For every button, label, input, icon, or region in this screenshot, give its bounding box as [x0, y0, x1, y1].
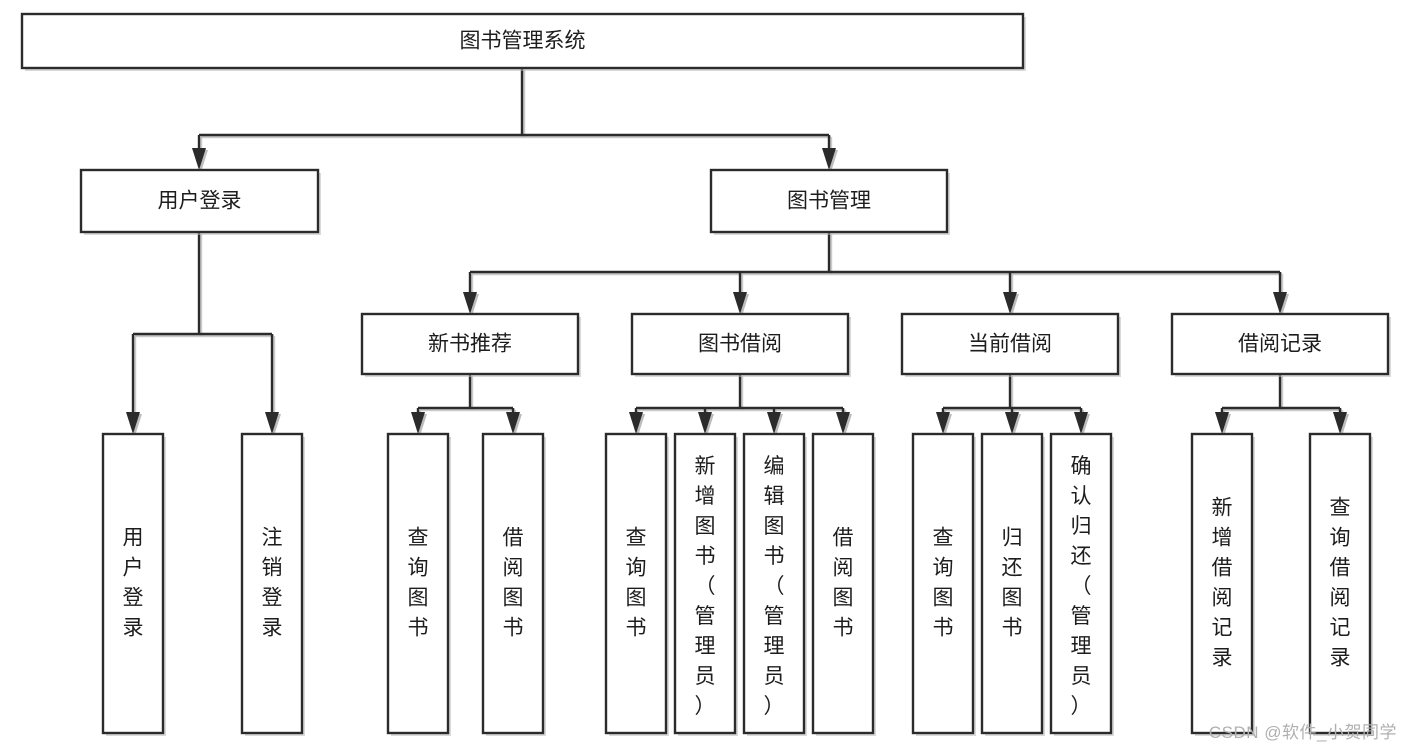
connector-group: [463, 232, 1289, 316]
node-box[interactable]: [101, 432, 165, 735]
node-box[interactable]: [481, 432, 545, 735]
node-book-manage[interactable]: 图书管理: [709, 168, 950, 235]
node-label: 新增借阅记录: [1212, 496, 1233, 669]
node-box[interactable]: [673, 432, 737, 735]
connector-group: [629, 374, 852, 436]
arrow-head-icon: [836, 412, 850, 434]
node-label: 查询图书: [626, 526, 647, 639]
node-box[interactable]: [911, 432, 975, 735]
node-box[interactable]: [980, 432, 1044, 735]
arrow-head-icon: [1215, 412, 1229, 434]
node-box[interactable]: [900, 312, 1120, 376]
node-label: 借阅图书: [503, 526, 524, 639]
csdn-watermark: CSDN @软件_小贺同学: [1208, 723, 1397, 742]
node-label: 当前借阅: [968, 333, 1052, 356]
node-label: 查询图书: [408, 526, 429, 639]
arrow-head-icon: [506, 412, 520, 434]
arrow-head-icon: [822, 148, 836, 170]
arrow-head-icon: [629, 412, 643, 434]
node-label: 新增图书（管理员）: [695, 455, 716, 718]
node-label: 图书借阅: [698, 333, 782, 356]
node-label: 确认归还（管理员）: [1071, 455, 1092, 718]
arrow-head-icon: [1003, 292, 1017, 314]
connector-group: [936, 374, 1090, 436]
node-box[interactable]: [20, 12, 1025, 70]
arrow-head-icon: [936, 412, 950, 434]
nodes-layer: 图书管理系统用户登录图书管理新书推荐图书借阅当前借阅借阅记录用户登录注销登录查询…: [20, 12, 1391, 736]
node-leaf-rec-add-record[interactable]: 新增借阅记录: [1190, 432, 1255, 736]
arrow-head-icon: [733, 292, 747, 314]
node-label: 归还图书: [1002, 526, 1023, 639]
arrow-head-icon: [767, 412, 781, 434]
arrow-head-icon: [1005, 412, 1019, 434]
node-leaf-rec-borrow-book[interactable]: 借阅图书: [481, 432, 546, 736]
node-label: 查询图书: [933, 526, 954, 639]
arrow-head-icon: [698, 412, 712, 434]
node-book-borrow[interactable]: 图书借阅: [630, 312, 851, 377]
node-leaf-borrow-add-book[interactable]: 新增图书（管理员）: [673, 432, 738, 736]
node-box[interactable]: [1170, 312, 1390, 376]
node-current-borrow[interactable]: 当前借阅: [900, 312, 1121, 377]
node-label: 图书管理: [787, 190, 871, 213]
node-label: 借阅图书: [833, 526, 854, 639]
arrow-head-icon: [1273, 292, 1287, 314]
node-leaf-borrow-borrow-book[interactable]: 借阅图书: [811, 432, 876, 736]
connector-group: [126, 232, 281, 436]
node-leaf-user-login[interactable]: 用户登录: [101, 432, 166, 736]
node-label: 图书管理系统: [460, 30, 586, 53]
arrow-head-icon: [1074, 412, 1088, 434]
node-leaf-cur-query-book[interactable]: 查询图书: [911, 432, 976, 736]
node-leaf-cur-return-book[interactable]: 归还图书: [980, 432, 1045, 736]
node-label: 用户登录: [123, 526, 144, 639]
arrow-head-icon: [265, 412, 279, 434]
connector-group: [1215, 374, 1349, 436]
node-box[interactable]: [240, 432, 304, 735]
connector-group: [411, 374, 522, 436]
arrow-head-icon: [126, 412, 140, 434]
node-root[interactable]: 图书管理系统: [20, 12, 1026, 71]
node-user-login[interactable]: 用户登录: [79, 168, 321, 235]
node-box[interactable]: [709, 168, 949, 234]
arrow-head-icon: [463, 292, 477, 314]
node-box[interactable]: [604, 432, 668, 735]
node-borrow-record[interactable]: 借阅记录: [1170, 312, 1391, 377]
node-box[interactable]: [360, 312, 580, 376]
node-leaf-rec-query-book[interactable]: 查询图书: [386, 432, 451, 736]
node-box[interactable]: [1190, 432, 1254, 735]
node-box[interactable]: [742, 432, 806, 735]
arrow-head-icon: [192, 148, 206, 170]
connector-group: [192, 68, 838, 172]
node-leaf-rec-query-record[interactable]: 查询借阅记录: [1308, 432, 1373, 736]
node-label: 新书推荐: [428, 333, 512, 356]
connectors-layer: [126, 68, 1349, 436]
node-label: 注销登录: [262, 526, 283, 639]
node-leaf-cur-confirm-return[interactable]: 确认归还（管理员）: [1049, 432, 1114, 736]
node-label: 借阅记录: [1238, 333, 1322, 356]
node-box[interactable]: [811, 432, 875, 735]
node-box[interactable]: [630, 312, 850, 376]
node-label: 编辑图书（管理员）: [764, 455, 785, 718]
arrow-head-icon: [411, 412, 425, 434]
node-box[interactable]: [79, 168, 320, 234]
node-label: 用户登录: [158, 190, 242, 213]
node-leaf-borrow-query-book[interactable]: 查询图书: [604, 432, 669, 736]
node-label: 查询借阅记录: [1330, 496, 1351, 669]
node-leaf-borrow-edit-book[interactable]: 编辑图书（管理员）: [742, 432, 807, 736]
node-new-book-rec[interactable]: 新书推荐: [360, 312, 581, 377]
node-box[interactable]: [1308, 432, 1372, 735]
node-box[interactable]: [1049, 432, 1113, 735]
node-box[interactable]: [386, 432, 450, 735]
arrow-head-icon: [1333, 412, 1347, 434]
node-leaf-user-logout[interactable]: 注销登录: [240, 432, 305, 736]
